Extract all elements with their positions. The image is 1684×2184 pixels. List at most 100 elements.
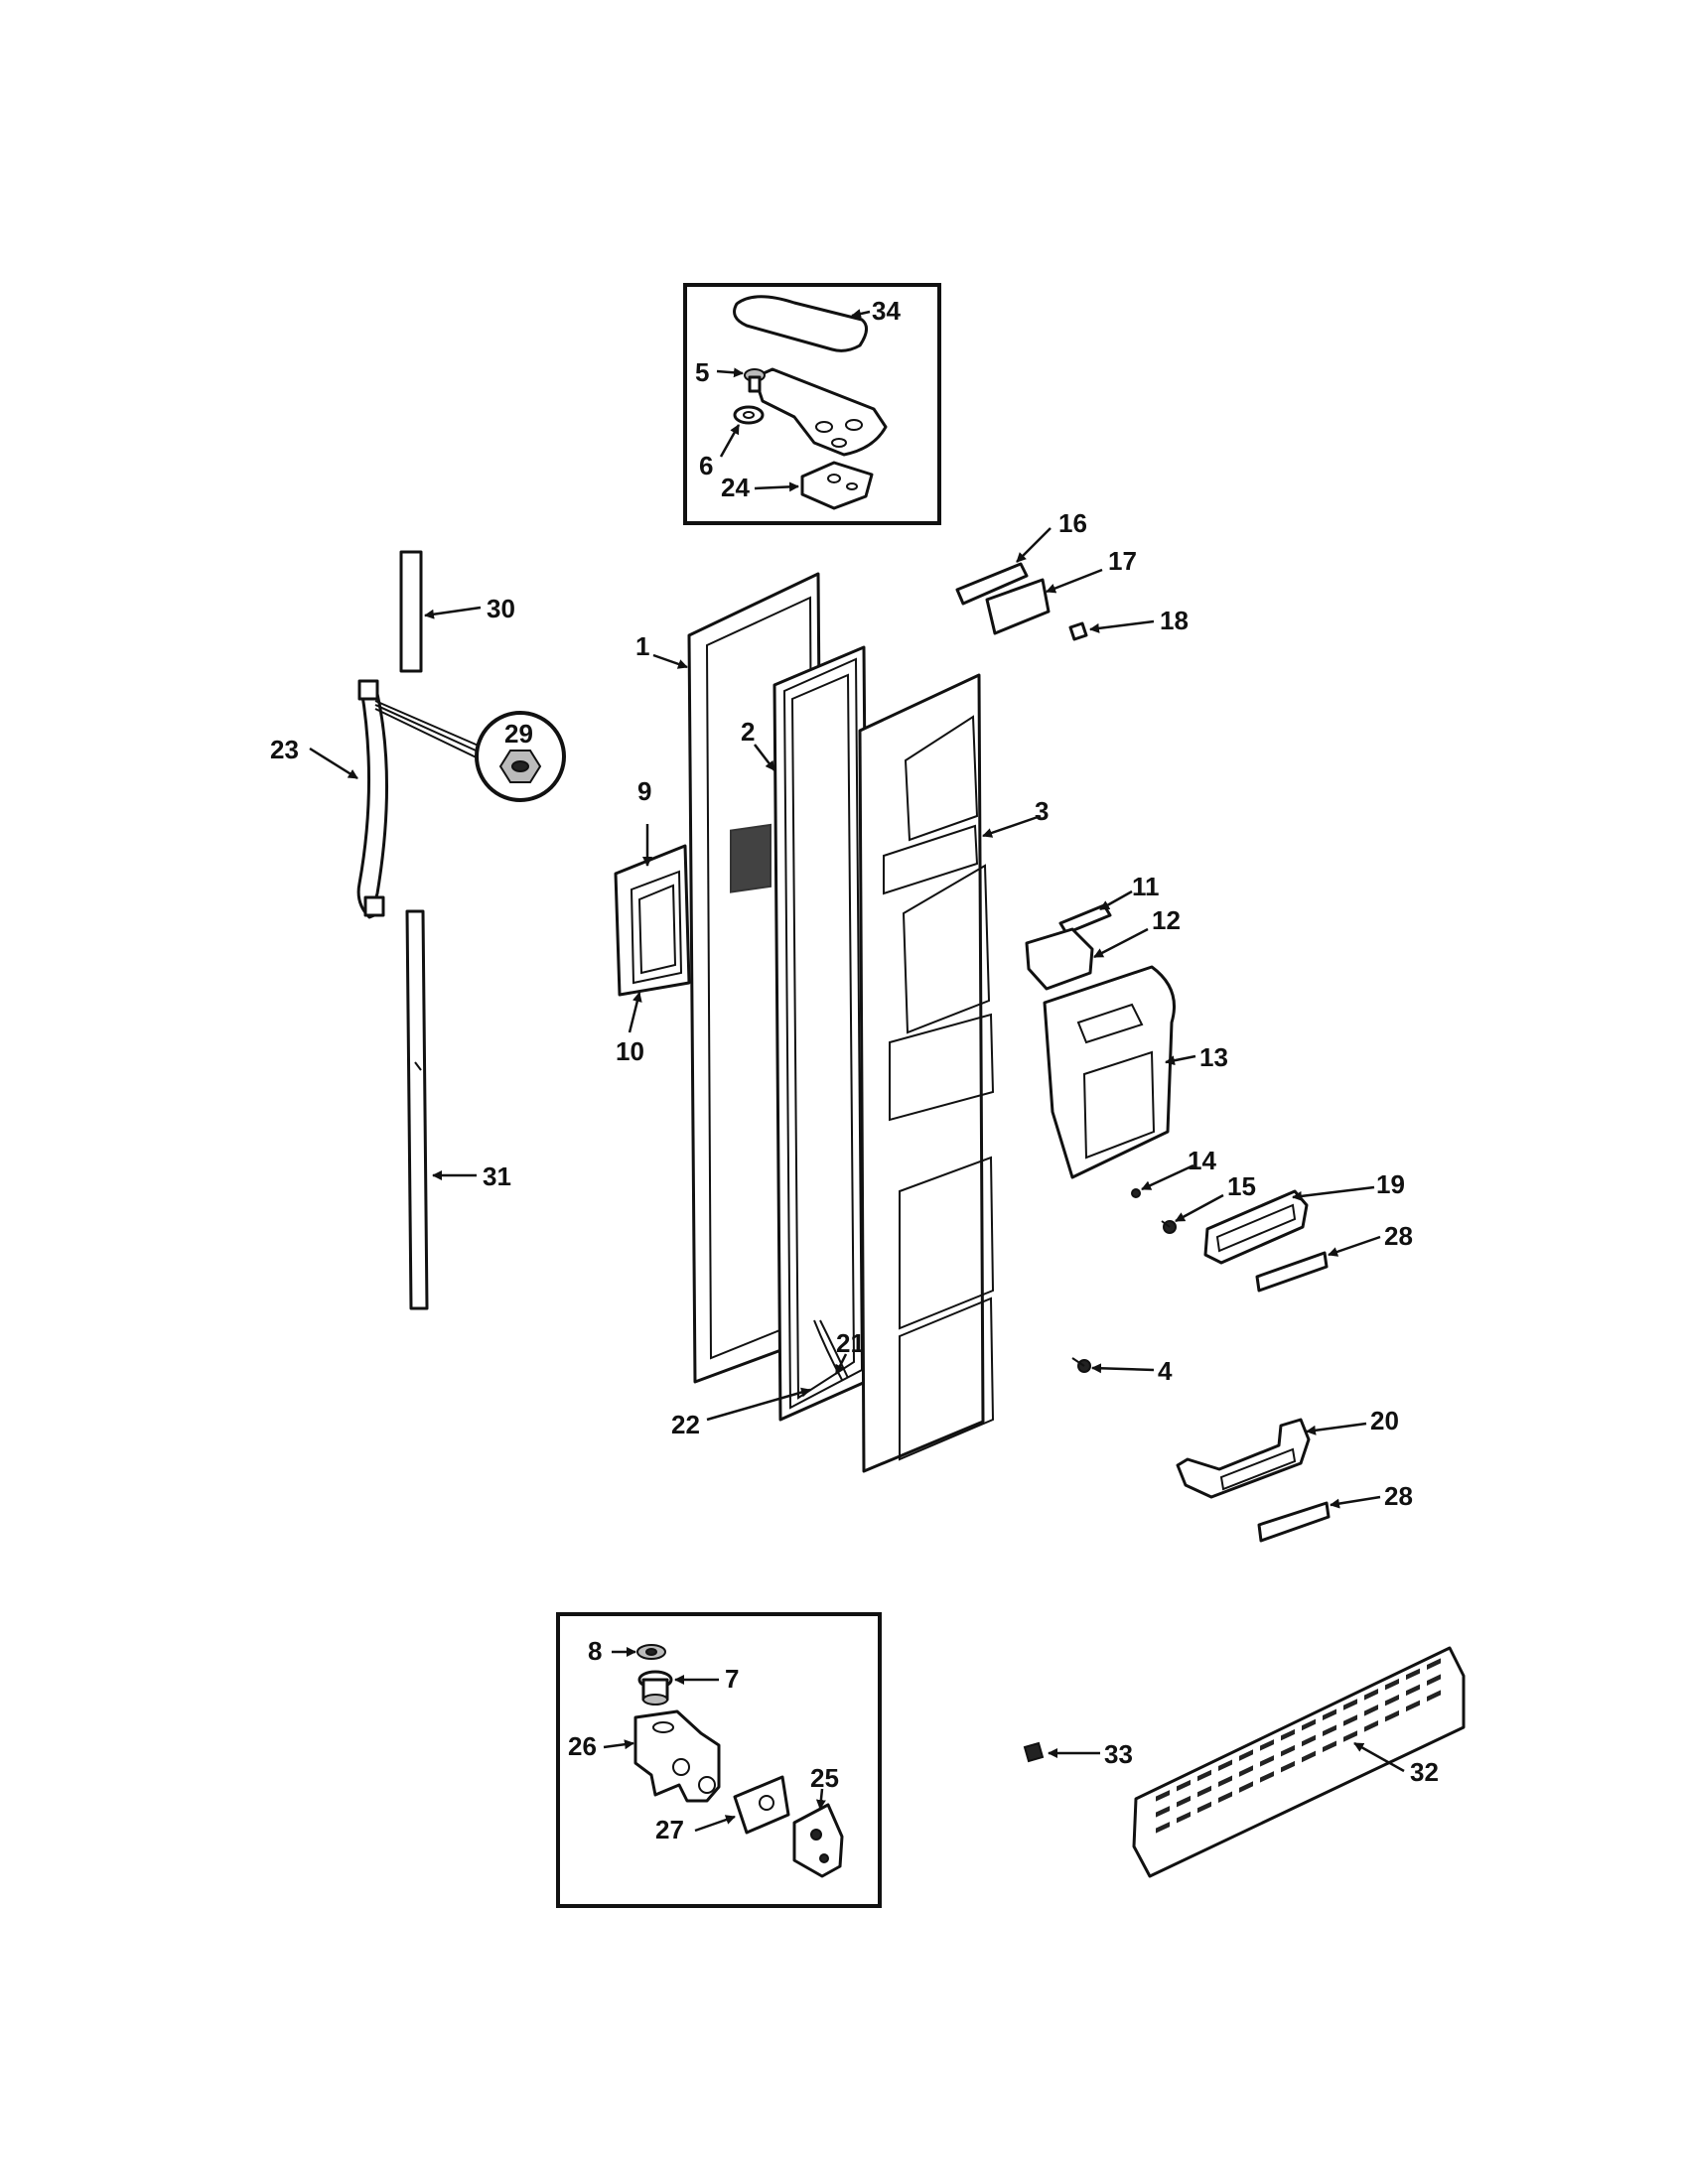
door-shelves: 19 28 20 28 — [1176, 1169, 1413, 1543]
grille-slot — [1427, 1658, 1441, 1670]
callout-29: 29 — [504, 719, 533, 749]
grille-slot — [1218, 1759, 1232, 1772]
grille-slot — [1343, 1714, 1357, 1726]
grille-slot — [1177, 1795, 1191, 1808]
kickplate-group: 33 32 — [1023, 1646, 1466, 1878]
callout-30: 30 — [487, 594, 515, 623]
grille-slot — [1323, 1740, 1336, 1752]
grille-slot — [1197, 1785, 1211, 1798]
callout-3: 3 — [1035, 796, 1049, 826]
grille-slot — [1302, 1750, 1316, 1763]
callout-17: 17 — [1108, 546, 1137, 576]
grille-slot — [1385, 1694, 1399, 1706]
screw-part — [1131, 1188, 1141, 1198]
grille-slot — [1260, 1771, 1274, 1783]
grille-slot — [1218, 1775, 1232, 1788]
grille-slot — [1302, 1734, 1316, 1747]
chute-door-part — [1025, 927, 1094, 991]
upper-handle-trim-part — [399, 550, 423, 673]
grille-slot — [1323, 1708, 1336, 1720]
kickplate-grille-part — [1132, 1646, 1466, 1878]
door-stack: 1 2 3 9 10 21 22 — [614, 572, 1049, 1473]
callout-12: 12 — [1152, 905, 1181, 935]
hinge-cover-part — [733, 295, 868, 352]
grille-slot — [1281, 1744, 1295, 1757]
grille-slot — [1281, 1760, 1295, 1773]
callout-19: 19 — [1376, 1169, 1405, 1199]
grille-slot — [1239, 1749, 1253, 1761]
callout-25: 25 — [810, 1763, 839, 1793]
grille-slots — [1156, 1658, 1441, 1834]
trim-strip-part — [1257, 1501, 1331, 1543]
dispenser-chute: 11 12 13 — [1025, 872, 1228, 1179]
grille-slot — [1427, 1690, 1441, 1702]
callout-9: 9 — [637, 776, 651, 806]
handle-assembly: 30 23 29 31 — [270, 550, 566, 1310]
callout-15: 15 — [1227, 1171, 1256, 1201]
callout-16: 16 — [1058, 508, 1087, 538]
grille-slot — [1281, 1728, 1295, 1741]
grille-slot — [1427, 1674, 1441, 1686]
callout-23: 23 — [270, 735, 299, 764]
grille-slot — [1177, 1779, 1191, 1792]
callout-31: 31 — [483, 1161, 511, 1191]
callout-2: 2 — [741, 717, 755, 747]
grille-slot — [1406, 1684, 1420, 1697]
chute-housing-part — [1043, 965, 1176, 1179]
grille-slot — [1156, 1790, 1170, 1802]
callout-14: 14 — [1188, 1146, 1216, 1175]
grille-slot — [1239, 1781, 1253, 1793]
callout-18: 18 — [1160, 606, 1189, 635]
grille-slot — [1343, 1730, 1357, 1742]
grille-slot — [1343, 1699, 1357, 1710]
callout-11: 11 — [1132, 872, 1160, 901]
hinge-washer-part — [733, 405, 765, 425]
grille-slot — [1323, 1724, 1336, 1736]
top-hinge-plate-part — [753, 367, 888, 457]
grille-slot — [1364, 1720, 1378, 1732]
bottom-hinge-bracket-part — [633, 1709, 721, 1803]
callout-28b: 28 — [1384, 1481, 1413, 1511]
clip-part — [1068, 621, 1088, 641]
grille-slot — [1197, 1801, 1211, 1814]
grille-slot — [1364, 1705, 1378, 1716]
grille-slot — [1239, 1765, 1253, 1777]
grille-slot — [1218, 1791, 1232, 1804]
bottom-hinge-inset: 8 7 26 27 25 — [556, 1612, 882, 1908]
callout-13: 13 — [1199, 1042, 1228, 1072]
callout-34: 34 — [872, 296, 901, 326]
grille-slot — [1406, 1700, 1420, 1712]
chute-flap-part — [1058, 903, 1112, 935]
grille-slot — [1406, 1668, 1420, 1681]
door-handle-part — [356, 683, 389, 919]
lower-handle-trim-part — [405, 909, 429, 1310]
callout-7: 7 — [725, 1664, 739, 1694]
grille-slot — [1177, 1811, 1191, 1824]
callout-4: 4 — [1158, 1356, 1173, 1386]
callout-24: 24 — [721, 473, 750, 502]
upper-hardware: 16 17 18 — [955, 508, 1189, 641]
trim-strip-part — [1255, 1251, 1329, 1293]
callout-20: 20 — [1370, 1406, 1399, 1435]
bracket-part — [985, 578, 1051, 635]
callout-22: 22 — [671, 1410, 700, 1439]
grille-slot — [1260, 1739, 1274, 1751]
kickplate-screw-part — [1023, 1741, 1045, 1763]
dispenser-frame-part — [614, 844, 691, 997]
lower-door-bin-part — [1176, 1418, 1311, 1499]
bottom-hinge-shim-part — [733, 1775, 790, 1835]
callout-32: 32 — [1410, 1757, 1439, 1787]
callout-33: 33 — [1104, 1739, 1133, 1769]
grille-slot — [1156, 1806, 1170, 1818]
screws: 14 15 4 — [1071, 1146, 1256, 1386]
callout-8: 8 — [588, 1636, 602, 1666]
grille-slot — [1385, 1678, 1399, 1691]
grille-slot — [1385, 1709, 1399, 1722]
strike-part — [955, 562, 1029, 606]
callout-28a: 28 — [1384, 1221, 1413, 1251]
callout-5: 5 — [695, 357, 709, 387]
grille-slot — [1260, 1755, 1274, 1767]
grille-slot — [1364, 1689, 1378, 1701]
callout-6: 6 — [699, 451, 713, 480]
